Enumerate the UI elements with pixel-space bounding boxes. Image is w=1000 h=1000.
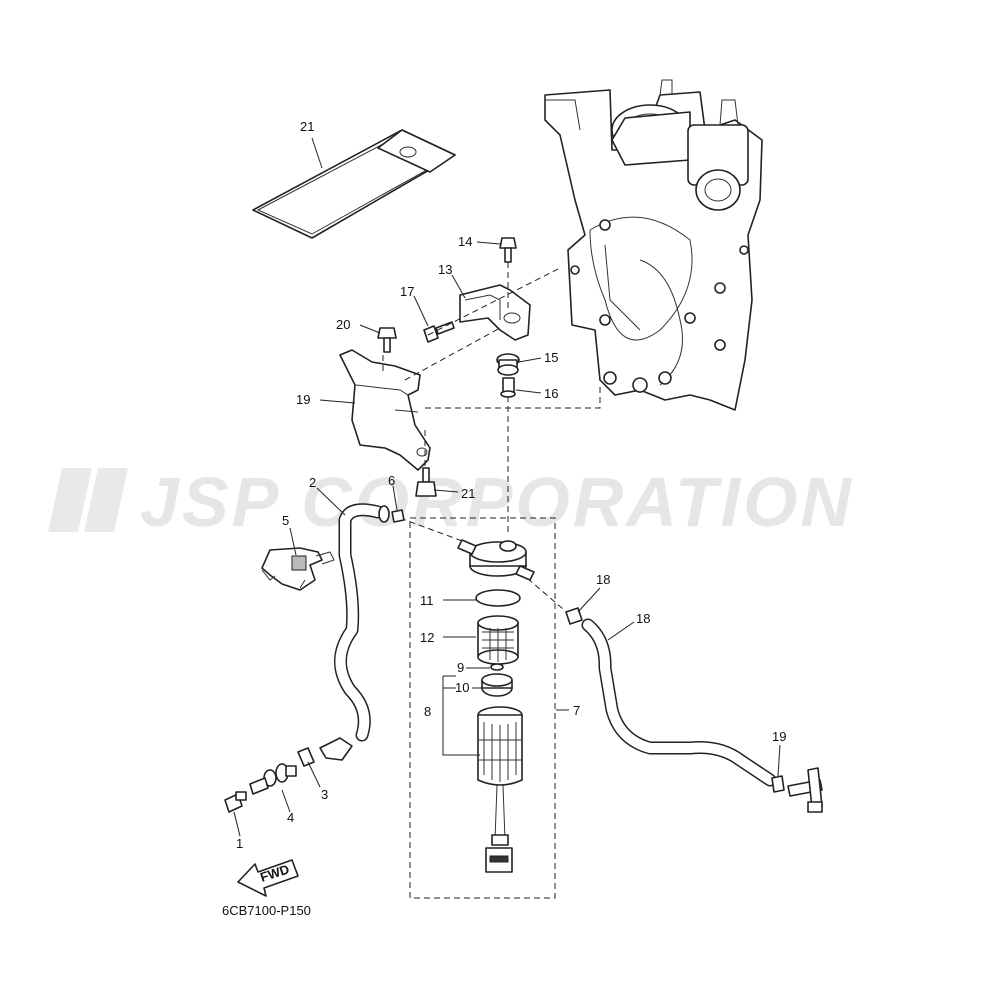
- part-6-clip: [391, 509, 405, 523]
- callout-2: 2: [309, 475, 316, 490]
- part-21-bolt-lower: [415, 467, 437, 497]
- watermark-logo-mark: [48, 468, 92, 532]
- callout-21-lower: 21: [461, 486, 475, 501]
- callout-21-upper: 20: [336, 317, 350, 332]
- callout-19-upper: 18: [596, 572, 610, 587]
- part-3-clip: [297, 747, 315, 767]
- fittings-lower-left: [224, 737, 353, 813]
- callout-18-visible: 18: [636, 611, 650, 626]
- part-19-clip-lower: [771, 775, 785, 793]
- part-17-bolt: [423, 321, 455, 343]
- engine-block: [544, 79, 763, 411]
- tee-joint: [787, 767, 823, 813]
- part-5-holder: [261, 547, 335, 591]
- fuel-filter-head: [457, 539, 535, 581]
- part-2-hose: [334, 503, 390, 742]
- callout-7: 7: [573, 703, 580, 718]
- part-4-joint: [249, 763, 297, 795]
- callout-labels: 21 14 13 17 20 15 16 19 21 2 6 5 11 12 9…: [236, 119, 786, 851]
- callout-14: 14: [458, 234, 472, 249]
- part-15-grommet: [496, 353, 520, 376]
- filter-internals: [475, 589, 523, 873]
- reference-lines: [382, 262, 601, 899]
- part-11-o-ring: [475, 589, 521, 607]
- callout-22: 21: [300, 119, 314, 134]
- diagram-code: 6CB7100-P150: [222, 903, 311, 918]
- callout-4: 4: [287, 810, 294, 825]
- part-13-bracket: [459, 284, 531, 341]
- watermark: JSP CORPORATION: [48, 463, 854, 541]
- part-21-bolt-upper: [377, 327, 397, 353]
- callout-11: 11: [420, 593, 434, 608]
- watermark-text: JSP CORPORATION: [140, 463, 854, 541]
- callout-1: 1: [236, 836, 243, 851]
- fwd-arrow: FWD: [237, 859, 299, 897]
- callout-12: 12: [420, 630, 434, 645]
- part-22-pouch: [252, 129, 456, 239]
- leader-lines: [233, 137, 781, 837]
- part-18-hose: [581, 618, 777, 787]
- part-8-filter-cup: [477, 706, 523, 873]
- callout-15: 15: [544, 350, 558, 365]
- callout-9: 9: [457, 660, 464, 675]
- callout-13: 13: [438, 262, 452, 277]
- callout-3: 3: [321, 787, 328, 802]
- part-10-float: [481, 673, 513, 697]
- hose-end-fitting: [319, 737, 353, 761]
- callout-8: 8: [424, 704, 431, 719]
- part-16-collar: [500, 377, 516, 398]
- part-12-filter-element: [477, 615, 519, 665]
- part-14-bolt: [499, 237, 517, 263]
- callout-10: 10: [455, 680, 469, 695]
- callout-5: 5: [282, 513, 289, 528]
- part-9-o-ring: [490, 663, 504, 671]
- callout-17: 17: [400, 284, 414, 299]
- callout-16: 16: [544, 386, 558, 401]
- part-1-nipple: [224, 791, 247, 813]
- watermark-logo-mark-2: [84, 468, 128, 532]
- part-20-bracket: [339, 349, 431, 471]
- callout-6: 6: [388, 473, 395, 488]
- callout-19-lower: 19: [772, 729, 786, 744]
- callout-20: 19: [296, 392, 310, 407]
